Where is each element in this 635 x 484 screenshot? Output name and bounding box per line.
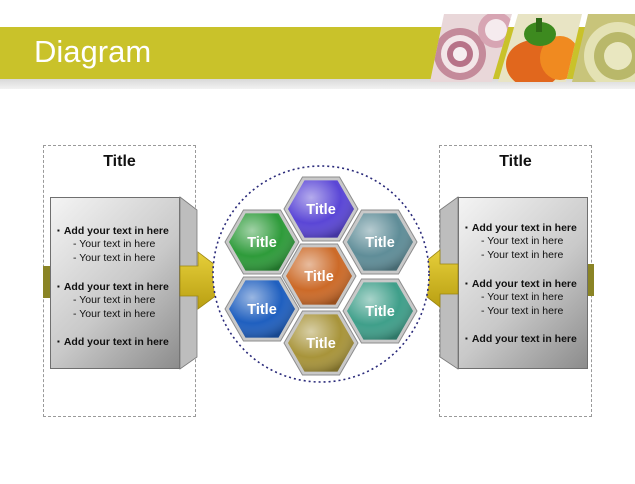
hexagon-7-label: Title <box>306 336 336 352</box>
hexagon-5-shine <box>229 280 295 338</box>
hexagon-4: Title <box>281 243 357 309</box>
hexagon-7: Title <box>283 310 359 376</box>
page-title: Diagram <box>34 34 152 69</box>
top-strip <box>0 0 635 17</box>
left-item-2-sub-1: Your text in here <box>57 293 169 307</box>
right-item-2-heading: Add your text in here <box>465 278 577 290</box>
left-item-3-heading: Add your text in here <box>57 336 169 348</box>
hexagon-7-shine <box>288 314 354 372</box>
right-item-2-sub-1: Your text in here <box>465 290 577 304</box>
hexagon-6-shine <box>347 282 413 340</box>
hexagon-3: Title <box>342 209 418 275</box>
hexagon-4-label: Title <box>304 269 334 285</box>
right-item-2: Add your text in here Your text in here … <box>465 278 577 318</box>
left-item-1-sub-1: Your text in here <box>57 237 169 251</box>
vegetable-photo <box>430 14 635 82</box>
right-panel-title: Title <box>499 153 532 170</box>
right-item-3: Add your text in here <box>465 333 577 345</box>
hexagon-3-shine <box>347 213 413 271</box>
left-panel-tab <box>43 266 50 298</box>
left-text-box: Add your text in here Your text in here … <box>50 197 180 369</box>
hexagon-6: Title <box>342 278 418 344</box>
hexagon-2-label: Title <box>247 235 277 251</box>
hexagon-1-shine <box>288 180 354 238</box>
left-panel-title: Title <box>103 153 136 170</box>
hexagon-5: Title <box>224 276 300 342</box>
right-item-1-heading: Add your text in here <box>465 222 577 234</box>
hexagon-5-label: Title <box>247 302 277 318</box>
right-panel-tab <box>587 264 594 296</box>
left-item-2: Add your text in here Your text in here … <box>57 281 169 321</box>
hexagon-3-label: Title <box>365 235 395 251</box>
right-item-3-heading: Add your text in here <box>465 333 577 345</box>
right-item-1-sub-1: Your text in here <box>465 234 577 248</box>
left-item-3: Add your text in here <box>57 336 169 348</box>
right-item-1-sub-2: Your text in here <box>465 248 577 262</box>
header-shadow <box>0 79 635 89</box>
left-item-2-sub-2: Your text in here <box>57 307 169 321</box>
hexagon-2: Title <box>224 209 300 275</box>
hexagon-1-label: Title <box>306 202 336 218</box>
hexagon-6-label: Title <box>365 304 395 320</box>
right-item-2-sub-2: Your text in here <box>465 304 577 318</box>
hexagon-4-shine <box>286 247 352 305</box>
right-item-1: Add your text in here Your text in here … <box>465 222 577 262</box>
left-item-1-heading: Add your text in here <box>57 225 169 237</box>
right-text-box: Add your text in here Your text in here … <box>458 197 588 369</box>
left-item-2-heading: Add your text in here <box>57 281 169 293</box>
hexagon-1: Title <box>283 176 359 242</box>
hexagon-2-shine <box>229 213 295 271</box>
left-item-1-sub-2: Your text in here <box>57 251 169 265</box>
left-item-1: Add your text in here Your text in here … <box>57 225 169 265</box>
